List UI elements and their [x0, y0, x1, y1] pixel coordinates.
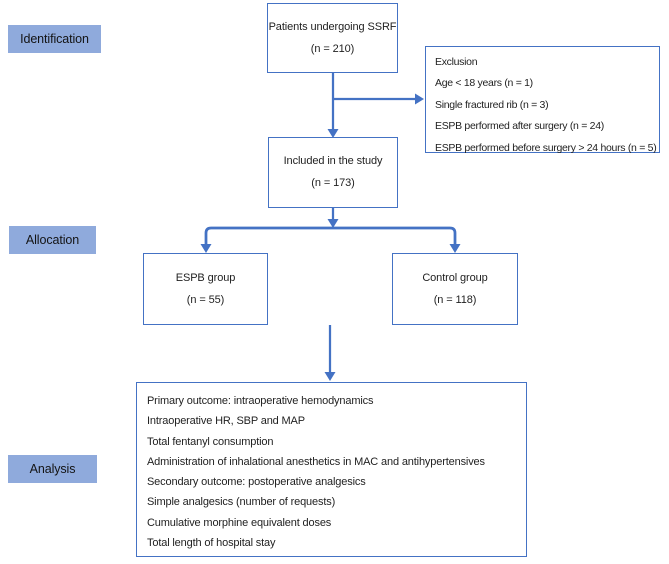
analysis-item: Cumulative morphine equivalent doses: [147, 516, 332, 529]
exclusion-item: Age < 18 years (n = 1): [435, 77, 533, 90]
box-control-group: Control group (n = 118): [392, 253, 518, 325]
box-exclusion: Exclusion Age < 18 years (n = 1) Single …: [425, 46, 660, 154]
stage-label-identification: Identification: [8, 25, 101, 53]
box-title: ESPB group: [175, 271, 236, 284]
analysis-item: Primary outcome: intraoperative hemodyna…: [147, 395, 374, 407]
exclusion-item: Single fractured rib (n = 3): [435, 98, 549, 111]
box-included: Included in the study (n = 173): [268, 137, 398, 208]
box-count: (n = 118): [433, 293, 477, 306]
stage-label-text: Allocation: [25, 233, 80, 247]
analysis-item: Simple analgesics (number of requests): [147, 496, 336, 509]
box-patients-ssrf: Patients undergoing SSRF (n = 210): [267, 3, 398, 73]
box-count: (n = 55): [186, 293, 225, 306]
box-title: Patients undergoing SSRF: [268, 20, 397, 33]
box-espb-group: ESPB group (n = 55): [143, 253, 268, 325]
junction-split-line: [204, 226, 457, 246]
box-title: Included in the study: [283, 155, 383, 167]
exclusion-item: ESPB performed after surgery (n = 24): [435, 120, 604, 133]
analysis-item: Intraoperative HR, SBP and MAP: [147, 415, 305, 428]
arrowhead-onto-junction: [327, 219, 339, 228]
arrowhead-into-included: [327, 129, 339, 138]
stage-label-text: Identification: [20, 32, 89, 46]
exclusion-item: ESPB performed before surgery > 24 hours…: [435, 141, 657, 154]
analysis-item: Total fentanyl consumption: [147, 435, 274, 448]
box-title: Control group: [422, 271, 488, 284]
arrowhead-into-espb: [200, 244, 212, 253]
stage-label-allocation: Allocation: [9, 226, 96, 254]
box-count: (n = 173): [311, 177, 355, 189]
arrowhead-into-control: [449, 244, 461, 253]
exclusion-title: Exclusion: [435, 56, 478, 68]
box-count: (n = 210): [310, 42, 355, 55]
analysis-item: Administration of inhalational anestheti…: [147, 455, 485, 468]
analysis-item: Total length of hospital stay: [147, 537, 276, 550]
stage-label-analysis: Analysis: [8, 455, 97, 483]
box-analysis-outcomes: Primary outcome: intraoperative hemodyna…: [136, 382, 527, 557]
arrowhead-into-analysis: [324, 372, 336, 381]
arrowhead-into-exclusion: [415, 93, 424, 105]
stage-label-text: Analysis: [29, 462, 76, 476]
analysis-item: Secondary outcome: postoperative analges…: [147, 476, 366, 489]
